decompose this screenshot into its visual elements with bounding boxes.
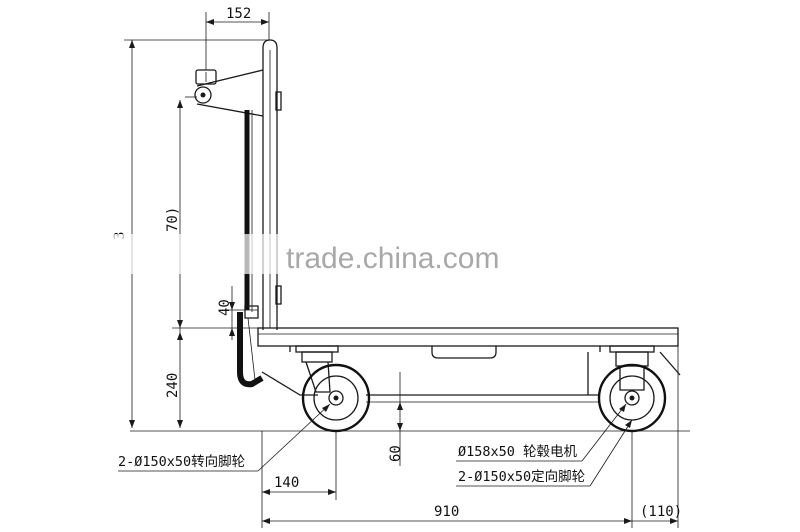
dim-overhang: (110)	[632, 346, 682, 528]
dim-gap-label: 40	[217, 299, 233, 316]
dim-handle-height: 70)	[165, 100, 183, 328]
dim-top-width: 152	[205, 6, 270, 70]
dim-deck-height: 240	[165, 327, 262, 428]
dim-gap: 40	[217, 286, 258, 340]
control-bracket	[185, 69, 264, 117]
platform-deck	[257, 327, 679, 359]
dim-wheel-clearance-label: 60	[388, 445, 404, 462]
dim-overhang-label: (110)	[640, 504, 682, 520]
dim-top-width-label: 152	[226, 6, 251, 22]
label-swivel-caster: 2-Ø150x50转向脚轮	[118, 454, 245, 470]
handle-upright	[262, 39, 282, 330]
dim-front-offset: 140	[261, 431, 337, 528]
swivel-caster	[295, 345, 371, 433]
label-fixed-caster: 2-Ø150x50定向脚轮	[458, 469, 585, 485]
hub-motor-caster	[597, 345, 667, 433]
label-hub-motor: Ø158x50 轮毂电机	[458, 444, 578, 460]
dim-length-label: 910	[434, 504, 459, 520]
leader-hub-motor: Ø158x50 轮毂电机	[456, 403, 627, 462]
dim-handle-height-label: 70)	[165, 207, 181, 232]
dim-front-offset-label: 140	[274, 475, 299, 491]
watermark-backdrop	[108, 234, 528, 274]
watermark: trade.china.com	[286, 242, 499, 275]
leader-swivel-caster: 2-Ø150x50转向脚轮	[118, 403, 331, 472]
dim-deck-height-label: 240	[165, 373, 181, 398]
leader-fixed-caster: 2-Ø150x50定向脚轮	[456, 419, 633, 487]
chassis-frame	[261, 351, 681, 403]
dim-wheel-clearance: 60	[388, 402, 404, 466]
dim-length: 910	[262, 431, 633, 528]
